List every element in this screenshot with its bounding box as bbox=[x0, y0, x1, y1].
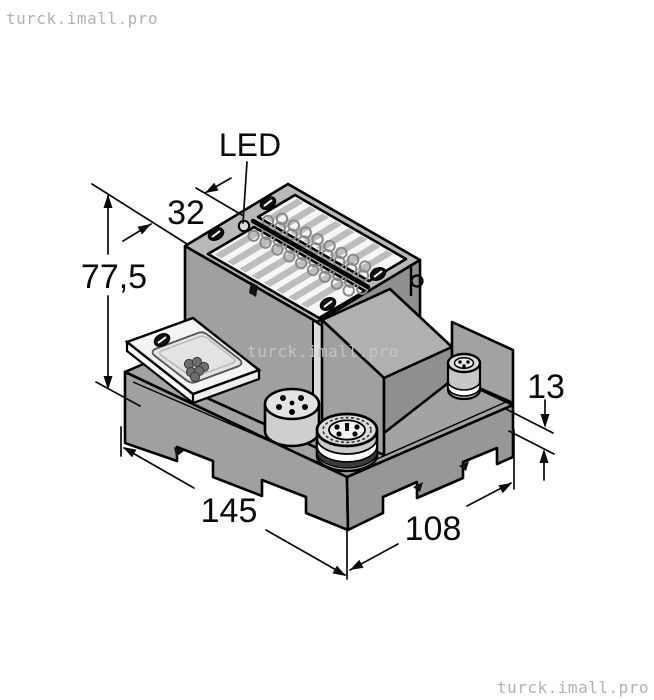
module-screws bbox=[207, 196, 387, 311]
led-dot bbox=[306, 263, 320, 277]
dim-13-text: 13 bbox=[527, 368, 565, 406]
ext-line bbox=[95, 381, 141, 407]
dim-32-text: 32 bbox=[167, 194, 205, 232]
female-connector-pin-holes bbox=[276, 395, 308, 415]
dimension-145: 145 bbox=[120, 426, 348, 580]
module-corner-clip bbox=[409, 264, 424, 296]
arrowhead bbox=[539, 449, 549, 463]
base-rim-line-left bbox=[132, 381, 342, 473]
led-dot bbox=[347, 253, 360, 266]
arrowhead bbox=[103, 194, 113, 208]
led-dot bbox=[342, 284, 355, 297]
male-connector-pins bbox=[334, 423, 360, 437]
led-dot bbox=[271, 243, 284, 256]
led-dot bbox=[295, 256, 308, 270]
label-stripe bbox=[263, 258, 311, 287]
label-stripe bbox=[329, 235, 368, 259]
led-label: LED bbox=[219, 127, 281, 163]
led-dot bbox=[358, 260, 372, 273]
watermark-bottom-right: turck.imall.pro bbox=[497, 678, 649, 697]
led-dot bbox=[318, 270, 332, 283]
foot-mark-3 bbox=[413, 482, 423, 492]
label-window-stripes-and-leds bbox=[214, 198, 394, 308]
ext-line bbox=[508, 430, 555, 455]
led-dot bbox=[247, 229, 260, 243]
led-dot bbox=[287, 219, 300, 232]
module-separator-line bbox=[250, 218, 371, 290]
arrowhead bbox=[103, 376, 113, 390]
dimension-32: 32 bbox=[91, 177, 243, 245]
label-stripe bbox=[251, 251, 299, 280]
led-dot bbox=[259, 236, 272, 249]
watermark-top-left: turck.imall.pro bbox=[6, 9, 158, 28]
dimension-77-5: 77,5 bbox=[81, 194, 147, 407]
led-dot bbox=[299, 226, 312, 239]
arrowhead bbox=[137, 224, 151, 235]
dim-line bbox=[265, 529, 346, 576]
arrowhead bbox=[498, 483, 512, 494]
ext-line bbox=[195, 187, 243, 216]
label-stripe bbox=[226, 237, 274, 266]
led-dot bbox=[323, 239, 336, 253]
led-dot bbox=[335, 246, 348, 260]
led-leader-line bbox=[242, 161, 248, 224]
arrowhead bbox=[205, 182, 219, 193]
label-stripe bbox=[288, 272, 336, 301]
foot-mark-2 bbox=[459, 461, 469, 471]
m12-connector-female bbox=[263, 387, 321, 448]
label-stripe bbox=[277, 206, 317, 230]
dim-145-text: 145 bbox=[201, 492, 258, 530]
led-indicator-hole bbox=[237, 219, 251, 233]
label-stripe bbox=[354, 250, 394, 274]
address-label-plate bbox=[124, 316, 262, 406]
label-stripe bbox=[265, 198, 304, 222]
arrowhead bbox=[123, 447, 137, 458]
m12-connector-small bbox=[446, 352, 482, 401]
led-dot bbox=[261, 214, 275, 228]
module-front-latch bbox=[249, 282, 258, 297]
dim-108-text: 108 bbox=[405, 510, 462, 548]
led-dot bbox=[275, 212, 289, 225]
led-dot bbox=[311, 233, 324, 246]
arrowhead bbox=[540, 414, 550, 428]
ext-line bbox=[91, 183, 188, 245]
led-dot bbox=[330, 277, 343, 290]
dimension-13: 13 bbox=[505, 368, 565, 481]
dim-line bbox=[123, 447, 195, 489]
m12-connector-male bbox=[315, 412, 379, 473]
label-stripe bbox=[276, 265, 323, 294]
label-stripe bbox=[214, 230, 262, 259]
dimension-108: 108 bbox=[349, 429, 515, 571]
base-front-right-face bbox=[345, 403, 515, 532]
label-stripe bbox=[316, 228, 355, 252]
label-stripe bbox=[300, 279, 348, 308]
label-stripe bbox=[239, 244, 286, 273]
foot-mark-1 bbox=[174, 447, 184, 457]
ext-line bbox=[505, 408, 554, 434]
label-stripe bbox=[341, 243, 381, 267]
led-dot bbox=[283, 250, 296, 263]
dim-77-5-text: 77,5 bbox=[81, 258, 147, 296]
dimension-led: LED bbox=[219, 127, 281, 224]
arrowhead bbox=[332, 565, 346, 576]
rotary-address-switches bbox=[183, 356, 210, 383]
arrowhead bbox=[350, 559, 364, 570]
watermark-center: turck.imall.pro bbox=[247, 342, 399, 361]
